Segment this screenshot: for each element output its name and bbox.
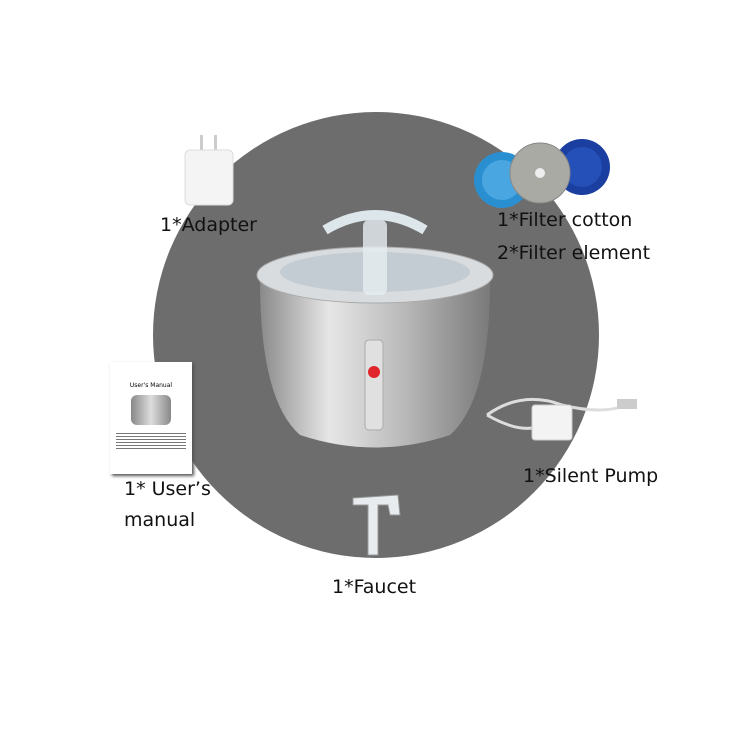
manual-label-line2: manual xyxy=(124,509,196,531)
manual-image: User's Manual xyxy=(110,362,192,474)
manual-cover-title: User's Manual xyxy=(129,382,173,389)
pump-label: 1*Silent Pump xyxy=(523,465,659,487)
manual-label-line1: 1* User’s xyxy=(124,478,211,500)
faucet-label: 1*Faucet xyxy=(332,576,417,598)
pump-image xyxy=(486,397,637,441)
adapter-label: 1*Adapter xyxy=(160,214,257,236)
filter-image xyxy=(474,139,610,208)
faucet-image xyxy=(352,494,401,556)
fountain-image xyxy=(256,210,494,448)
filter-cotton-label: 1*Filter cotton xyxy=(497,209,633,231)
adapter-image xyxy=(184,135,234,206)
filter-element-label: 2*Filter element xyxy=(497,242,651,264)
